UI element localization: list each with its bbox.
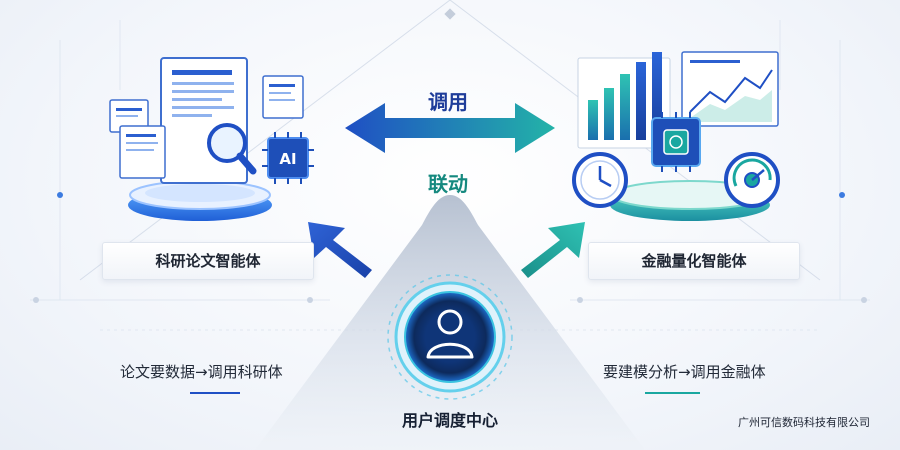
grid-dots: [33, 8, 867, 303]
left-agent-illustration: AI: [109, 57, 314, 221]
right-agent-illustration: [572, 51, 780, 221]
user-center-label: 用户调度中心: [402, 411, 499, 430]
arrow-to-right-agent: [521, 222, 585, 278]
arrow-to-left-agent: [308, 222, 372, 278]
company-name: 广州可信数码科技有限公司: [738, 416, 870, 429]
right-flow-text: 要建模分析→调用金融体: [603, 363, 766, 381]
ai-chip-text: AI: [279, 150, 296, 168]
left-agent-label: 科研论文智能体: [102, 242, 314, 280]
link-label: 联动: [428, 172, 468, 196]
left-flow-text: 论文要数据→调用科研体: [120, 363, 283, 381]
call-label: 调用: [428, 90, 468, 114]
user-center-icon: [387, 274, 513, 400]
right-agent-label: 金融量化智能体: [588, 242, 800, 280]
call-double-arrow: [345, 103, 555, 153]
